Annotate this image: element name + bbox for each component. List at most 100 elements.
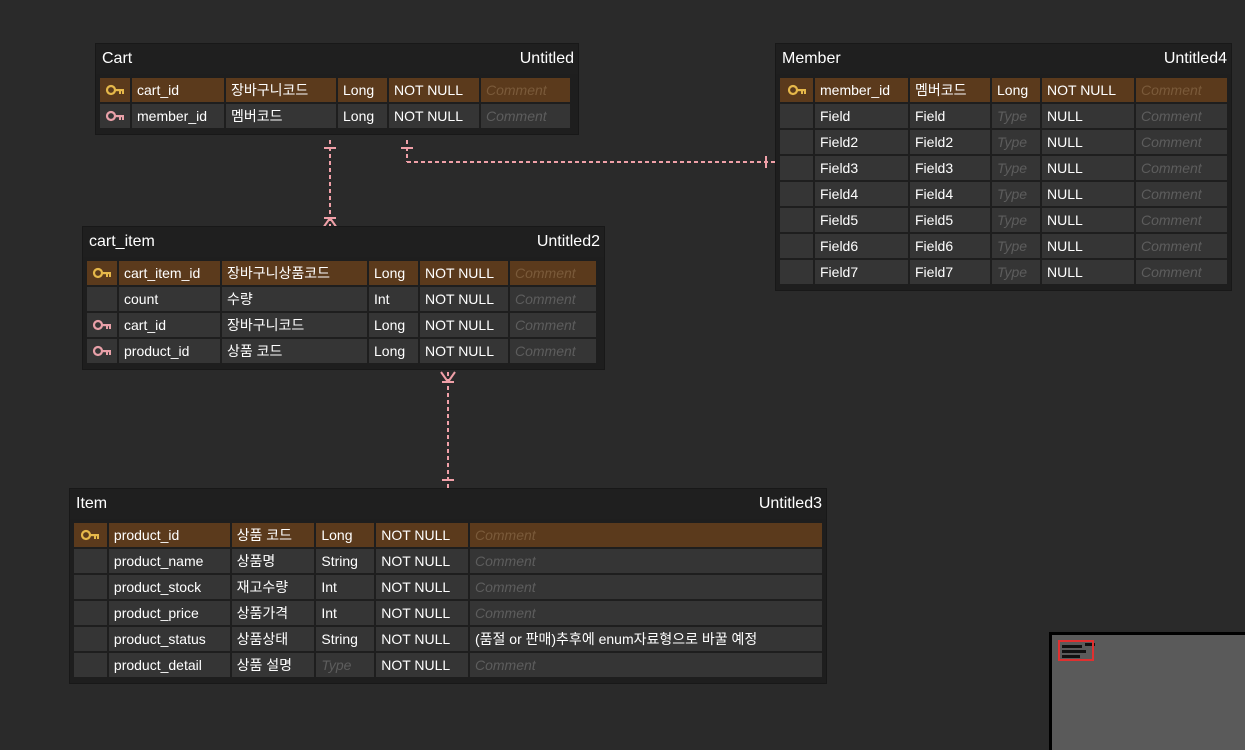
column-row[interactable]: product_stock 재고수량 Int NOT NULL Comment [74, 575, 822, 599]
column-nullable: NOT NULL [389, 104, 479, 128]
column-type: Int [316, 575, 375, 599]
column-row[interactable]: Field6 Field6 Type NULL Comment [780, 234, 1227, 258]
relation-cart-cartitem[interactable] [322, 140, 338, 229]
table-name: cart_item [89, 233, 155, 250]
column-row[interactable]: product_price 상품가격 Int NOT NULL Comment [74, 601, 822, 625]
column-row[interactable]: Field3 Field3 Type NULL Comment [780, 156, 1227, 180]
column-type: Type [992, 130, 1040, 154]
column-row[interactable]: Field7 Field7 Type NULL Comment [780, 260, 1227, 284]
column-name: product_price [108, 601, 230, 625]
column-type: Type [992, 104, 1040, 128]
column-name: Field5 [815, 208, 908, 232]
column-logical-name: 상품 코드 [222, 339, 367, 363]
table-cart[interactable]: Cart Untitled cart_id 장바구니코드 Long NOT NU… [96, 44, 578, 134]
column-type: Long [316, 523, 375, 547]
column-nullable: NOT NULL [376, 549, 468, 573]
minimap-table-shape [1062, 650, 1086, 653]
column-comment: Comment [469, 601, 822, 625]
minimap-viewport[interactable] [1058, 640, 1094, 661]
column-logical-name: Field2 [910, 130, 990, 154]
column-logical-name: 장바구니상품코드 [222, 261, 367, 285]
column-logical-name: Field [910, 104, 990, 128]
column-type: Long [369, 339, 418, 363]
column-comment: Comment [1136, 208, 1227, 232]
column-comment: Comment [1136, 182, 1227, 206]
column-nullable: NOT NULL [376, 523, 468, 547]
column-name: product_id [119, 339, 220, 363]
column-comment: Comment [510, 339, 596, 363]
table-header[interactable]: cart_item Untitled2 [83, 227, 604, 257]
column-row[interactable]: Field5 Field5 Type NULL Comment [780, 208, 1227, 232]
column-nullable: NULL [1042, 208, 1134, 232]
column-name: member_id [132, 104, 224, 128]
column-comment: Comment [1136, 104, 1227, 128]
column-row[interactable]: count 수량 Int NOT NULL Comment [87, 287, 600, 311]
column-key-slot [780, 130, 813, 154]
column-nullable: NOT NULL [376, 601, 468, 625]
column-name: product_id [108, 523, 230, 547]
column-type: Int [369, 287, 418, 311]
column-row[interactable]: product_name 상품명 String NOT NULL Comment [74, 549, 822, 573]
table-item[interactable]: Item Untitled3 product_id 상품 코드 Long NOT… [70, 489, 826, 683]
table-header[interactable]: Cart Untitled [96, 44, 578, 74]
foreign-key-icon [100, 104, 130, 128]
column-row[interactable]: Field Field Type NULL Comment [780, 104, 1227, 128]
column-comment: Comment [469, 575, 822, 599]
column-name: Field7 [815, 260, 908, 284]
minimap[interactable] [1049, 632, 1245, 750]
primary-key-icon [74, 523, 107, 547]
column-key-slot [74, 627, 107, 651]
column-key-slot [780, 156, 813, 180]
column-row[interactable]: Field4 Field4 Type NULL Comment [780, 182, 1227, 206]
table-header[interactable]: Item Untitled3 [70, 489, 826, 519]
column-row[interactable]: product_id 상품 코드 Long NOT NULL Comment [74, 523, 822, 547]
minimap-table-shape [1085, 643, 1095, 646]
column-row[interactable]: member_id 멤버코드 Long NOT NULL Comment [780, 78, 1227, 102]
column-row[interactable]: member_id 멤버코드 Long NOT NULL Comment [100, 104, 574, 128]
column-list: member_id 멤버코드 Long NOT NULL Comment Fie… [776, 74, 1231, 290]
column-row[interactable]: product_status 상품상태 String NOT NULL (품절 … [74, 627, 822, 651]
column-comment: Comment [481, 104, 570, 128]
column-logical-name: 재고수량 [231, 575, 315, 599]
table-cart-item[interactable]: cart_item Untitled2 cart_item_id 장바구니상품코… [83, 227, 604, 369]
column-type: Int [316, 601, 375, 625]
column-type: Long [338, 78, 387, 102]
column-row[interactable]: cart_id 장바구니코드 Long NOT NULL Comment [100, 78, 574, 102]
column-logical-name: 상품상태 [231, 627, 315, 651]
column-name: product_status [108, 627, 230, 651]
primary-key-icon [87, 261, 117, 285]
column-comment: Comment [1136, 260, 1227, 284]
column-row[interactable]: cart_item_id 장바구니상품코드 Long NOT NULL Comm… [87, 261, 600, 285]
column-nullable: NULL [1042, 104, 1134, 128]
relation-cartitem-item[interactable] [440, 371, 456, 490]
table-header[interactable]: Member Untitled4 [776, 44, 1231, 74]
column-key-slot [780, 182, 813, 206]
column-nullable: NOT NULL [1042, 78, 1134, 102]
table-member[interactable]: Member Untitled4 member_id 멤버코드 Long NOT… [776, 44, 1231, 290]
column-name: member_id [815, 78, 908, 102]
column-nullable: NULL [1042, 182, 1134, 206]
column-nullable: NULL [1042, 260, 1134, 284]
column-row[interactable]: Field2 Field2 Type NULL Comment [780, 130, 1227, 154]
relation-cart-member[interactable] [401, 140, 776, 168]
column-nullable: NULL [1042, 234, 1134, 258]
column-name: Field3 [815, 156, 908, 180]
column-row[interactable]: product_id 상품 코드 Long NOT NULL Comment [87, 339, 600, 363]
table-comment: Untitled3 [758, 495, 822, 512]
column-logical-name: Field6 [910, 234, 990, 258]
column-name: Field6 [815, 234, 908, 258]
column-logical-name: 상품 코드 [231, 523, 315, 547]
column-name: Field [815, 104, 908, 128]
column-nullable: NOT NULL [376, 575, 468, 599]
column-nullable: NOT NULL [420, 287, 508, 311]
column-comment: (품절 or 판매)추후에 enum자료형으로 바꿀 예정 [469, 627, 822, 651]
column-name: cart_item_id [119, 261, 220, 285]
column-row[interactable]: cart_id 장바구니코드 Long NOT NULL Comment [87, 313, 600, 337]
column-type: String [316, 549, 375, 573]
column-row[interactable]: product_detail 상품 설명 Type NOT NULL Comme… [74, 653, 822, 677]
column-key-slot [780, 104, 813, 128]
primary-key-icon [780, 78, 813, 102]
column-logical-name: Field7 [910, 260, 990, 284]
column-type: Long [369, 313, 418, 337]
